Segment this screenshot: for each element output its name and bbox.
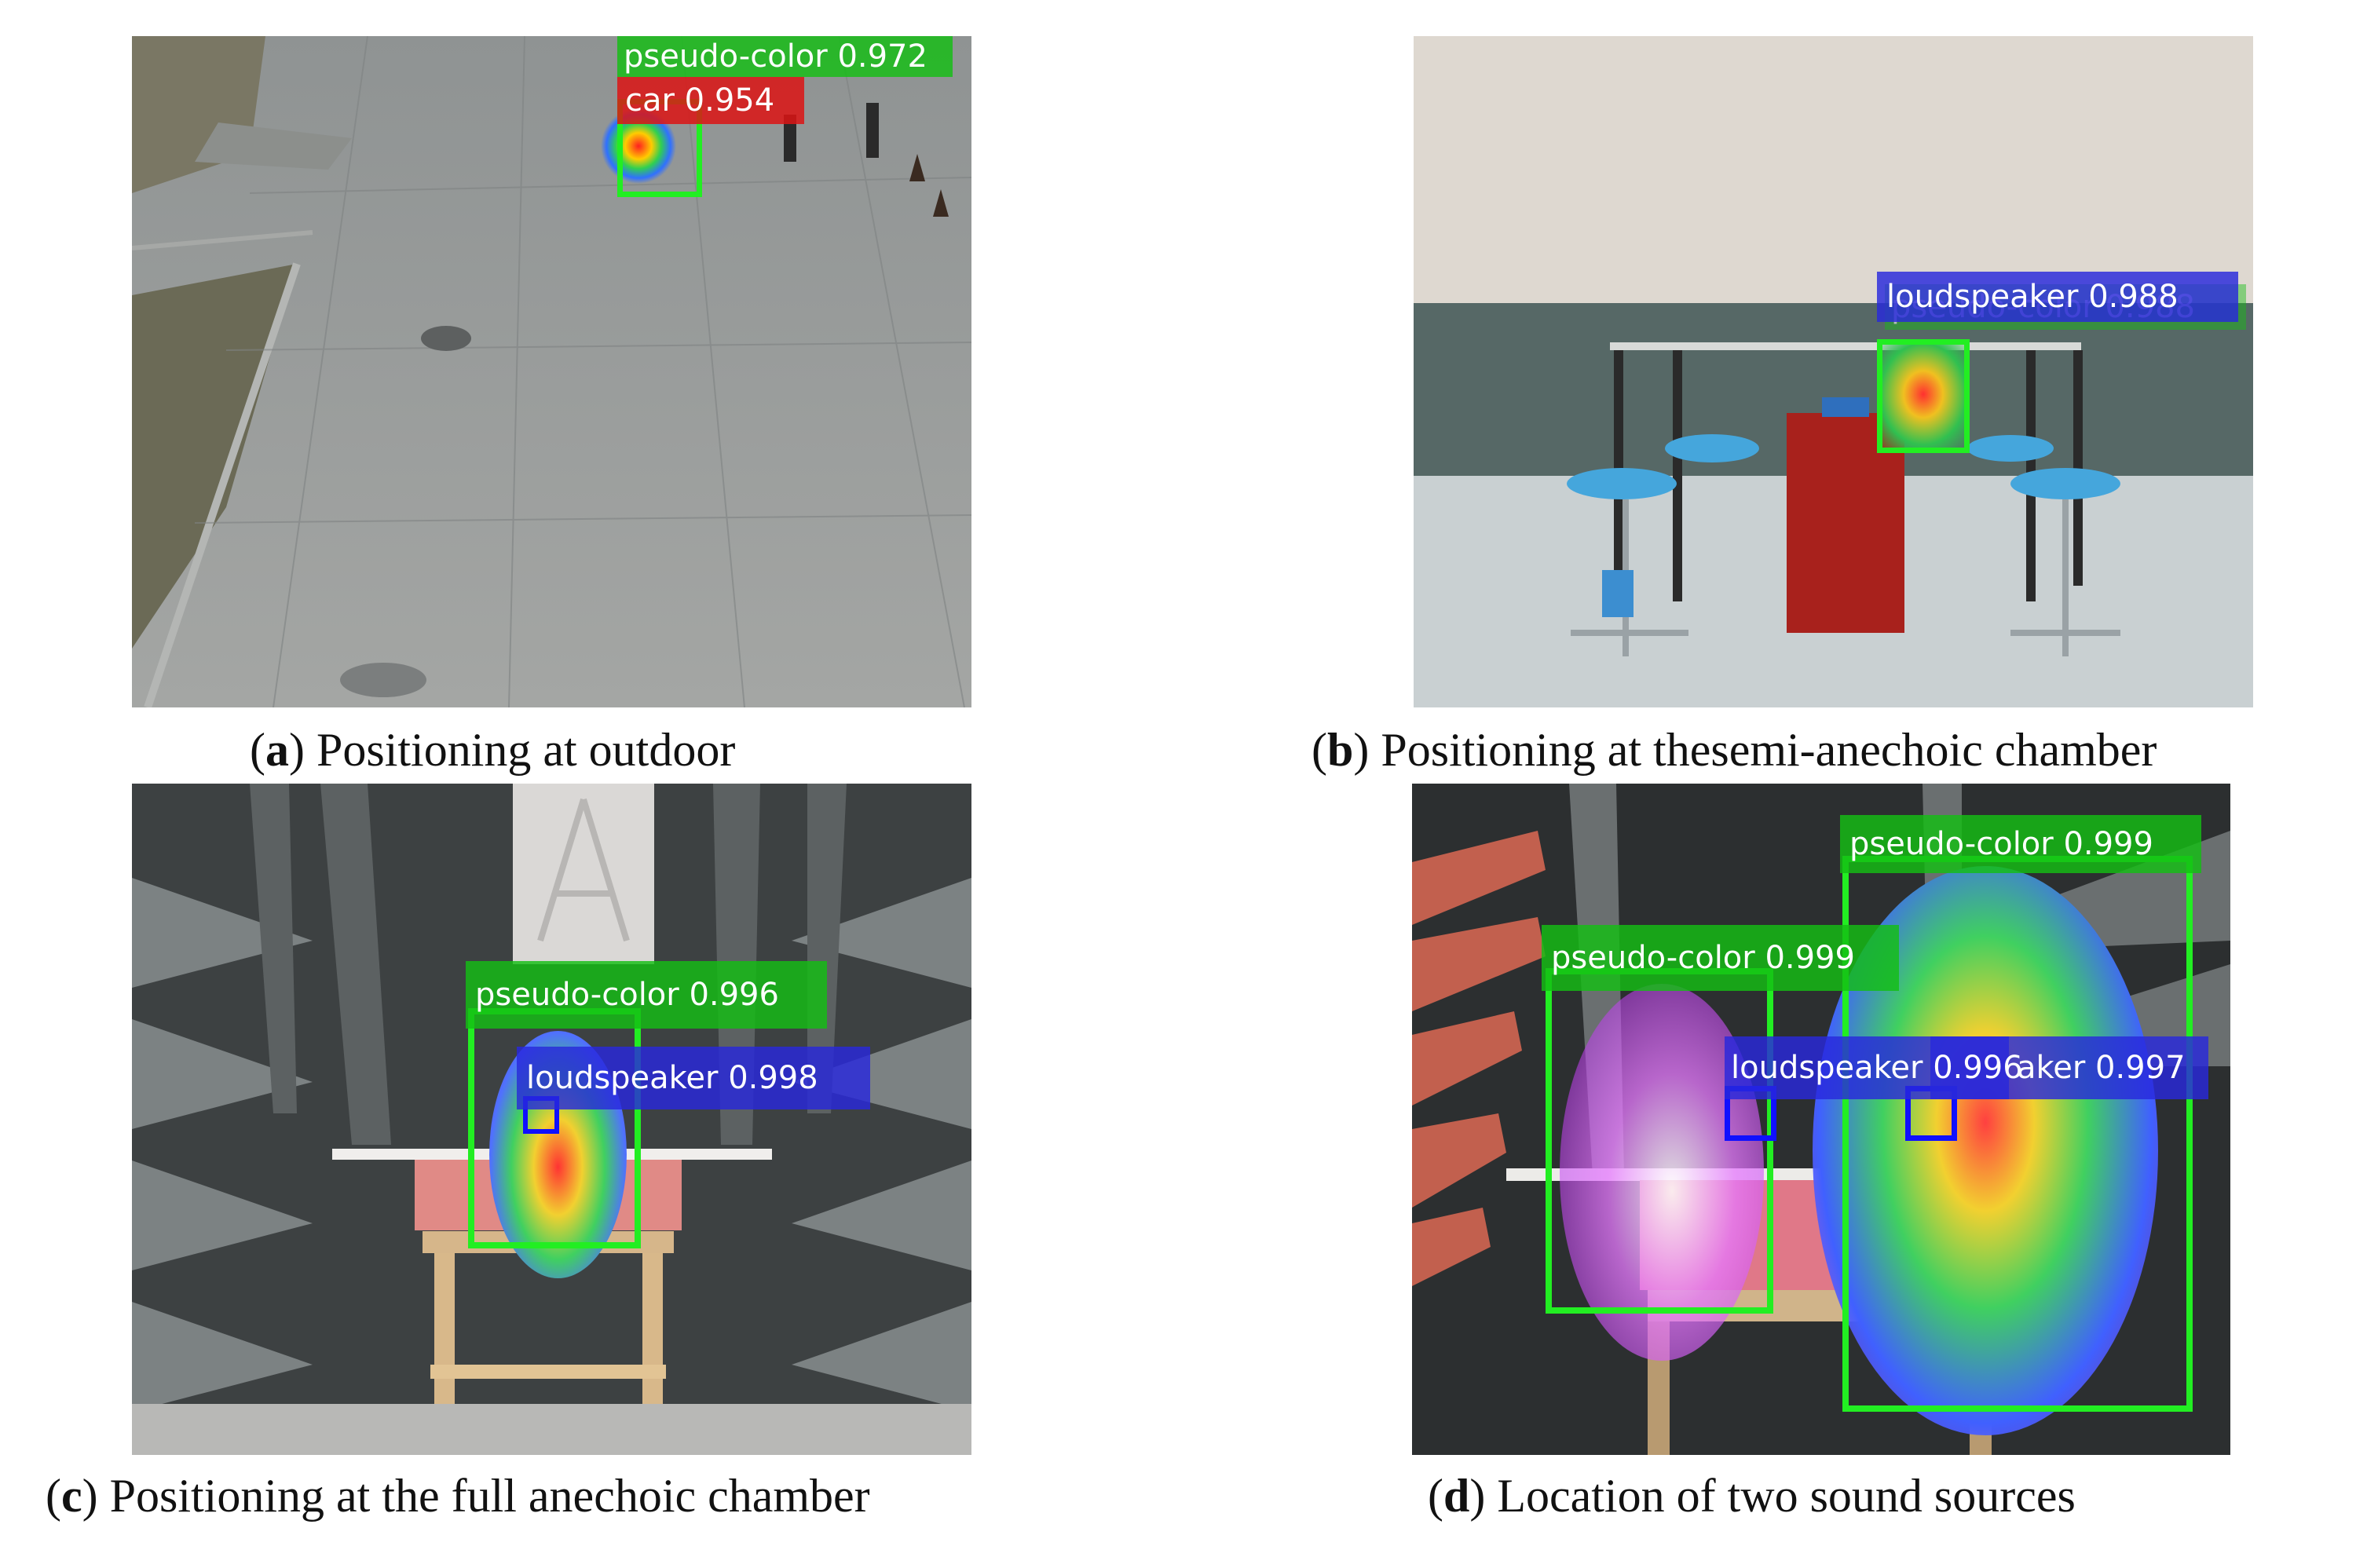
caption-b: (b) Positioning at thesemi-anechoic cham… — [1312, 724, 2157, 776]
pseudo-color-label-right: pseudo-color 0.999 — [1840, 815, 2201, 873]
loudspeaker-label: loudspeaker 0.998 — [517, 1047, 870, 1109]
panel-c-full-anechoic-image: pseudo-color 0.996 loudspeaker 0.998 — [132, 784, 971, 1455]
pseudo-color-label: pseudo-color 0.996 — [466, 961, 827, 1029]
pseudo-color-box-left — [1546, 968, 1773, 1314]
caption-c: (c) Positioning at the full anechoic cha… — [46, 1470, 870, 1522]
panel-a-outdoor-image: pseudo-color 0.972 car 0.954 — [132, 36, 971, 707]
caption-a: (a) Positioning at outdoor — [250, 724, 736, 776]
semi-anechoic-scene — [1414, 36, 2253, 707]
caption-d: (d) Location of two sound sources — [1428, 1470, 2076, 1522]
outdoor-scene — [132, 36, 971, 707]
loudspeaker-label: loudspeaker 0.988 — [1877, 272, 2238, 322]
panel-d-two-sources-image: pseudo-color 0.999 pseudo-color 0.999 ak… — [1412, 784, 2230, 1455]
loudspeaker-label-left: loudspeaker 0.996 — [1725, 1036, 2023, 1099]
car-label: car 0.954 — [617, 77, 804, 124]
panel-b-semi-anechoic-image: pseudo-color 0.988 loudspeaker 0.988 — [1414, 36, 2253, 707]
heat-blob — [1877, 339, 1970, 449]
pseudo-color-label-left: pseudo-color 0.999 — [1542, 925, 1899, 991]
pseudo-color-box — [1877, 339, 1970, 453]
pseudo-color-label: pseudo-color 0.972 — [617, 36, 953, 77]
